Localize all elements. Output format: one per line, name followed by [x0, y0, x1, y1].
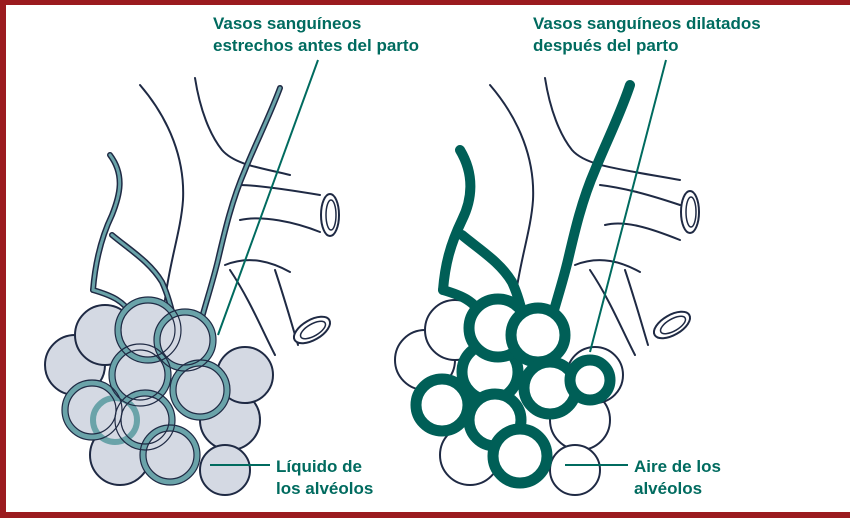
after-birth-illustration [395, 78, 699, 495]
alveolar-air-line1: Aire de los [634, 457, 721, 476]
dilated-vessels-line2: después del parto [533, 36, 678, 55]
alveolar-air-line2: alvéolos [634, 479, 702, 498]
alveolar-fluid-line1: Líquido de [276, 457, 362, 476]
dilated-vessels-line1: Vasos sanguíneos dilatados [533, 14, 761, 33]
before-birth-illustration [45, 78, 339, 495]
alveolar-fluid-line2: los alvéolos [276, 479, 373, 498]
label-alveolar-fluid: Líquido de los alvéolos [276, 457, 373, 498]
narrow-vessels-line1: Vasos sanguíneos [213, 14, 361, 33]
label-narrow-vessels: Vasos sanguíneos estrechos antes del par… [213, 14, 419, 55]
label-alveolar-air: Aire de los alvéolos [634, 457, 726, 498]
narrow-vessels-line2: estrechos antes del parto [213, 36, 419, 55]
label-dilated-vessels: Vasos sanguíneos dilatados después del p… [533, 14, 765, 55]
